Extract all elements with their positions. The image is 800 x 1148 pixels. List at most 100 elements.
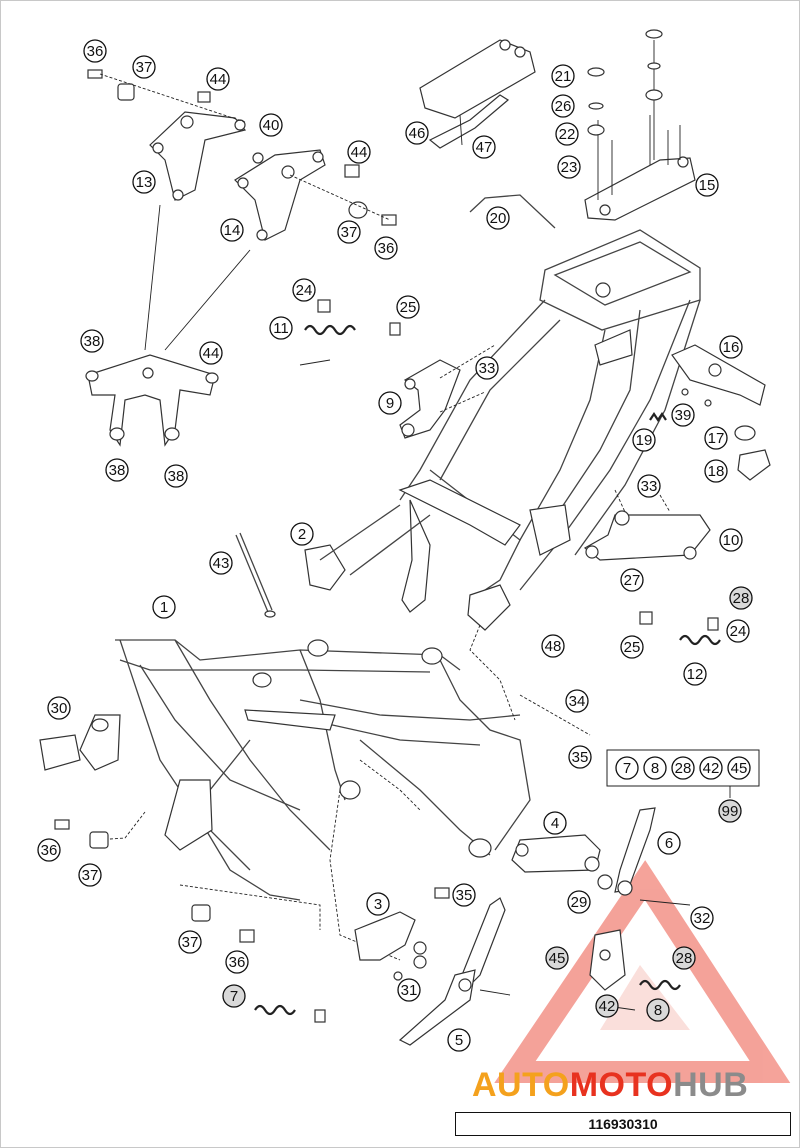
clip-39 — [681, 388, 712, 407]
callout-7-c7: 7 — [222, 984, 246, 1008]
kit-member-28: 28 — [671, 756, 695, 780]
callout-47-c47: 47 — [472, 135, 496, 159]
callout-13-c13: 13 — [132, 170, 156, 194]
callout-37-c37d: 37 — [178, 930, 202, 954]
callout-44-c44c: 44 — [199, 341, 223, 365]
kit-member-42-label: 42 — [703, 760, 720, 777]
callout-18-c18-label: 18 — [708, 463, 725, 480]
rear-subframe — [304, 229, 701, 631]
callout-20-c20-label: 20 — [490, 210, 507, 227]
callout-14-c14-label: 14 — [224, 222, 241, 239]
callout-37-c37a-label: 37 — [136, 59, 153, 76]
callout-23-c23-label: 23 — [561, 159, 578, 176]
callout-18-c18: 18 — [704, 459, 728, 483]
callout-2-c2-label: 2 — [298, 526, 306, 543]
callout-36-c36a: 36 — [83, 39, 107, 63]
callout-44-c44b: 44 — [347, 140, 371, 164]
callout-36-c36a-label: 36 — [87, 43, 104, 60]
callout-46-c46: 46 — [405, 121, 429, 145]
callout-28-c28b: 28 — [672, 946, 696, 970]
callout-36-c36d-label: 36 — [229, 954, 246, 971]
bracket-14 — [234, 149, 326, 241]
callout-35-c35a: 35 — [568, 745, 592, 769]
callout-22-c22: 22 — [555, 122, 579, 146]
callout-25-c25b-label: 25 — [624, 639, 641, 656]
callout-38-c38a-label: 38 — [84, 333, 101, 350]
watermark-part-1: AUTO — [472, 1066, 570, 1104]
callout-39-c39-label: 39 — [675, 407, 692, 424]
callout-47-c47-label: 47 — [476, 139, 493, 156]
callout-44-c44a-label: 44 — [210, 71, 227, 88]
watermark-triangle — [494, 860, 791, 1083]
bracket-46 — [419, 39, 536, 149]
callout-38-c38c: 38 — [164, 464, 188, 488]
footpeg-12 — [639, 611, 721, 646]
callout-10-c10-label: 10 — [723, 532, 740, 549]
callout-34-c34-label: 34 — [569, 693, 586, 710]
callout-43-c43: 43 — [209, 551, 233, 575]
kit-member-7: 7 — [615, 756, 639, 780]
callout-11-c11-label: 11 — [273, 320, 289, 337]
callout-24-c24a: 24 — [292, 278, 316, 302]
callout-42-c42-label: 42 — [599, 998, 616, 1015]
bracket-10 — [583, 489, 711, 561]
callout-33-c33a: 33 — [475, 356, 499, 380]
callout-4-c4-label: 4 — [551, 815, 559, 832]
callout-29-c29: 29 — [567, 890, 591, 914]
bracket-4 — [511, 834, 613, 890]
kit-member-8-label: 8 — [651, 760, 659, 777]
brake-lever-6 — [614, 807, 691, 906]
callout-33-c33b: 33 — [637, 474, 661, 498]
callout-20-c20: 20 — [486, 206, 510, 230]
callout-24-c24b-label: 24 — [730, 623, 747, 640]
callout-99-c99-label: 99 — [722, 803, 739, 820]
callout-40-c40: 40 — [259, 113, 283, 137]
hardware-top-left — [87, 69, 397, 226]
callout-33-c33a-label: 33 — [479, 360, 496, 377]
callout-33-c33b-label: 33 — [641, 478, 658, 495]
callout-37-c37a: 37 — [132, 55, 156, 79]
callout-26-c26: 26 — [551, 94, 575, 118]
callout-17-c17: 17 — [704, 426, 728, 450]
callout-37-c37d-label: 37 — [182, 934, 199, 951]
callout-32-c32: 32 — [690, 906, 714, 930]
callout-28-c28a-label: 28 — [733, 590, 750, 607]
bracket-16 — [671, 344, 766, 406]
callout-4-c4: 4 — [543, 811, 567, 835]
callout-6-c6: 6 — [657, 831, 681, 855]
callout-38-c38c-label: 38 — [168, 468, 185, 485]
callout-48-c48: 48 — [541, 634, 565, 658]
kit-member-8: 8 — [643, 756, 667, 780]
bracket-3 — [354, 887, 450, 981]
callout-45-c45: 45 — [545, 946, 569, 970]
callout-42-c42: 42 — [595, 994, 619, 1018]
callout-31-c31: 31 — [397, 978, 421, 1002]
callout-21-c21-label: 21 — [555, 68, 572, 85]
callout-44-c44b-label: 44 — [351, 144, 368, 161]
callout-13-c13-label: 13 — [136, 174, 153, 191]
callout-36-c36c: 36 — [37, 838, 61, 862]
callout-25-c25a-label: 25 — [400, 299, 417, 316]
callout-10-c10: 10 — [719, 528, 743, 552]
kit-box — [606, 749, 760, 787]
callout-16-c16: 16 — [719, 335, 743, 359]
callout-25-c25b: 25 — [620, 635, 644, 659]
callout-12-c12: 12 — [683, 662, 707, 686]
callout-8-c8: 8 — [646, 998, 670, 1022]
drawing-number: 116930310 — [455, 1112, 791, 1136]
callout-30-c30-label: 30 — [51, 700, 68, 717]
callout-37-c37c-label: 37 — [82, 867, 99, 884]
callout-3-c3-label: 3 — [374, 896, 382, 913]
bracket-45 — [589, 929, 626, 991]
callout-5-c5: 5 — [447, 1028, 471, 1052]
callout-27-c27: 27 — [620, 568, 644, 592]
callout-17-c17-label: 17 — [708, 430, 725, 447]
callout-36-c36d: 36 — [225, 950, 249, 974]
callout-3-c3: 3 — [366, 892, 390, 916]
watermark-logo: AUTOMOTOHUB — [472, 1066, 748, 1105]
footpeg-11 — [299, 299, 401, 366]
callout-23-c23: 23 — [557, 155, 581, 179]
callout-45-c45-label: 45 — [549, 950, 566, 967]
